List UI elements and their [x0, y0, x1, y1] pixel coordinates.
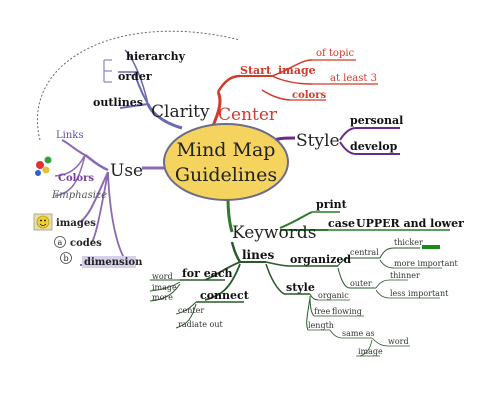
smiley-image-icon: [33, 213, 53, 231]
word-style-label: word: [388, 337, 409, 346]
central-node: Mind Map Guidelines: [163, 123, 289, 201]
more-label: more: [152, 293, 173, 302]
outlines-label: outlines: [93, 96, 143, 109]
image-lines-label: image: [152, 283, 177, 292]
code-b-label: b: [64, 254, 69, 263]
flowing-label: flowing: [332, 307, 362, 316]
radiate-out-label: radiate out: [178, 320, 224, 329]
free-label: free: [314, 307, 331, 316]
at-least-3-label: at least 3: [330, 73, 377, 84]
keywords-branch: Keywords print case UPPER and lower: [226, 197, 464, 243]
dimension-shadow: [82, 256, 136, 268]
style-branch: Style personal develop: [267, 114, 403, 155]
code-a-badge-icon: a: [54, 236, 66, 248]
for-each-label: for each: [182, 267, 233, 280]
organized-label: organized: [290, 253, 351, 266]
word-label: word: [152, 272, 173, 281]
lines-branch: lines for each word image more connect c…: [149, 238, 459, 357]
use-branch: a b Use Links Colors Emphasize images co…: [33, 130, 170, 268]
develop-label: develop: [350, 140, 398, 153]
personal-label: personal: [350, 114, 403, 127]
code-b-badge-icon: b: [60, 252, 72, 264]
code-a-label: a: [58, 238, 63, 247]
image-label: image: [278, 64, 316, 77]
organic-label: organic: [318, 291, 349, 300]
print-label: print: [316, 198, 348, 211]
connect-label: connect: [200, 289, 250, 302]
thinner-label: thinner: [390, 271, 420, 280]
codes-label: codes: [70, 238, 102, 249]
less-important-label: less important: [390, 289, 449, 298]
same-as-label: same as: [342, 329, 375, 338]
style-lines-label: style: [286, 281, 315, 294]
dimension-label: dimension: [84, 257, 143, 268]
more-important-label: more important: [394, 259, 459, 268]
of-topic-label: of topic: [316, 48, 355, 59]
thick-line-swatch: [422, 245, 440, 249]
colors-center-label: colors: [292, 90, 326, 101]
color-splash-icon: [35, 156, 52, 176]
upper-lower-label: UPPER and lower: [356, 217, 464, 230]
clarity-branch: Clarity hierarchy order outlines: [93, 49, 210, 130]
hierarchy-lines-icon: [103, 59, 112, 83]
start-label: Start: [240, 64, 272, 77]
clarity-label: Clarity: [151, 102, 210, 122]
central-title-line2: Guidelines: [175, 164, 277, 186]
order-label: order: [118, 70, 152, 83]
center-lines-label: center: [178, 306, 204, 315]
hierarchy-label: hierarchy: [126, 50, 186, 63]
image-style-label: image: [358, 347, 383, 356]
links-label: Links: [56, 130, 83, 141]
use-label: Use: [110, 161, 143, 181]
style-label: Style: [296, 131, 340, 151]
outer-label: outer: [350, 279, 372, 288]
images-label: images: [56, 218, 96, 229]
case-label: case: [328, 217, 355, 230]
length-label: length: [308, 321, 334, 330]
emphasize-label: Emphasize: [51, 190, 107, 201]
central-label: central: [350, 248, 379, 257]
dotted-connector: [37, 30, 241, 141]
colors-use-label: Colors: [58, 173, 94, 184]
keywords-label: Keywords: [232, 223, 316, 243]
thicker-label: thicker: [394, 238, 423, 247]
lines-label: lines: [242, 248, 274, 262]
central-title-line1: Mind Map: [177, 139, 276, 161]
center-branch-label: Center: [218, 105, 278, 125]
